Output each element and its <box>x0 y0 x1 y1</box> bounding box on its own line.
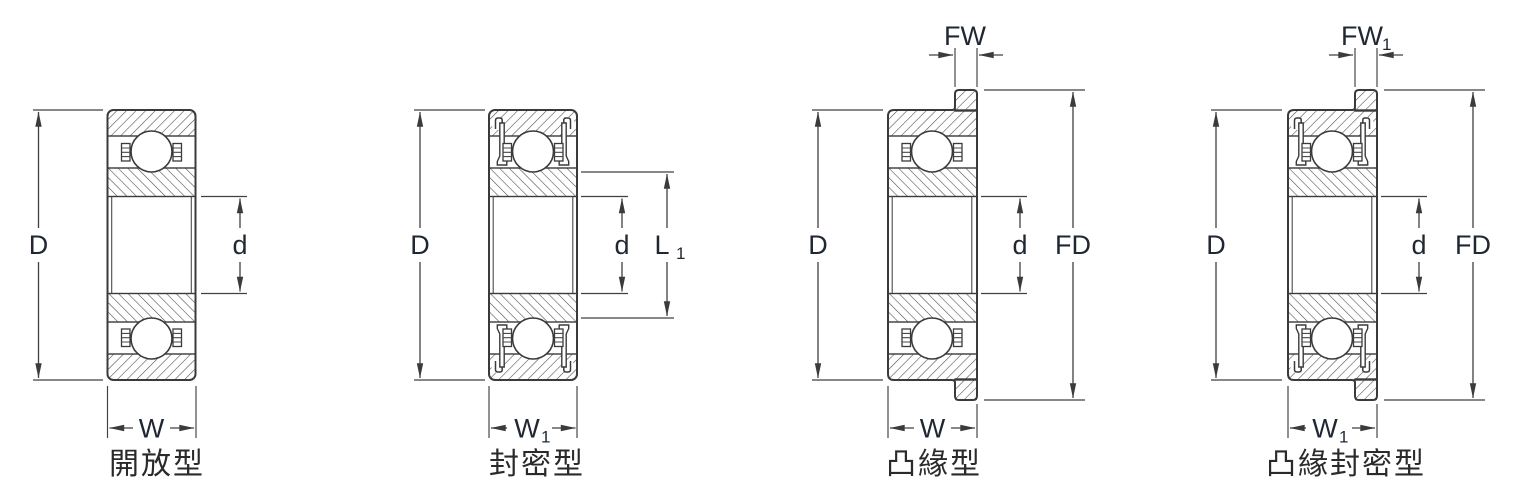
dim-D-open: D <box>29 109 103 381</box>
diagram-flanged-sealed-type: FW 1 D d FD W <box>1206 21 1491 481</box>
bearing-sealed <box>488 109 578 381</box>
bearing-flanged-sealed <box>1287 89 1378 401</box>
label-width: W <box>1312 414 1338 444</box>
label-outer-diameter: D <box>1206 230 1226 260</box>
caption-flanged-type: 凸緣型 <box>886 448 982 481</box>
dim-D-flanged-sealed: D <box>1206 109 1282 381</box>
diagram-sealed-type: D d L 1 W 1 封密型 <box>410 109 685 481</box>
label-outer-diameter: D <box>410 230 430 260</box>
label-width: W <box>139 414 165 444</box>
caption-sealed-type: 封密型 <box>489 448 585 481</box>
dim-d-open: d <box>201 195 248 295</box>
label-flange-width: FW <box>1341 21 1383 51</box>
label-seal-land-subscript: 1 <box>676 244 685 263</box>
bearing-flanged <box>887 89 978 401</box>
diagram-flanged-type: FW D d FD W 凸緣型 <box>808 21 1091 481</box>
dim-d-flanged-sealed: d <box>1381 195 1427 295</box>
dim-W1-sealed: W 1 <box>488 386 578 447</box>
dim-d-sealed: d <box>581 195 630 295</box>
dim-W-flanged: W <box>887 386 978 444</box>
outer-ring-outline <box>106 109 197 381</box>
dim-FW1-flanged-sealed: FW 1 <box>1329 21 1403 87</box>
dim-D-sealed: D <box>410 109 485 381</box>
dim-L1-sealed: L 1 <box>581 171 685 319</box>
label-flange-width: FW <box>944 21 986 51</box>
label-width-subscript: 1 <box>1339 428 1348 447</box>
label-flange-diameter: FD <box>1055 230 1091 260</box>
label-bore-diameter: d <box>614 230 629 260</box>
label-width: W <box>920 414 946 444</box>
caption-flanged-sealed-type: 凸緣封密型 <box>1266 448 1426 481</box>
diagram-open-type: D d W 開放型 <box>29 109 248 481</box>
label-bore-diameter: d <box>1411 230 1426 260</box>
label-seal-land: L <box>654 230 669 260</box>
dim-d-flanged: d <box>981 195 1028 295</box>
label-flange-width-subscript: 1 <box>1382 35 1391 54</box>
label-flange-diameter: FD <box>1455 230 1491 260</box>
outer-ring-outline <box>488 109 578 381</box>
dim-FW-flanged: FW <box>929 21 1003 87</box>
label-outer-diameter: D <box>808 230 828 260</box>
dim-W-open: W <box>106 386 197 444</box>
label-outer-diameter: D <box>29 230 49 260</box>
dim-W1-flanged-sealed: W 1 <box>1287 386 1378 447</box>
dim-FD-flanged-sealed: FD <box>1384 89 1491 401</box>
label-width: W <box>514 414 540 444</box>
dim-FD-flanged: FD <box>984 89 1091 401</box>
bearing-open <box>106 109 197 381</box>
label-bore-diameter: d <box>1012 230 1027 260</box>
label-width-subscript: 1 <box>541 428 550 447</box>
caption-open-type: 開放型 <box>109 448 205 481</box>
label-bore-diameter: d <box>232 230 247 260</box>
dim-D-flanged: D <box>808 109 883 381</box>
